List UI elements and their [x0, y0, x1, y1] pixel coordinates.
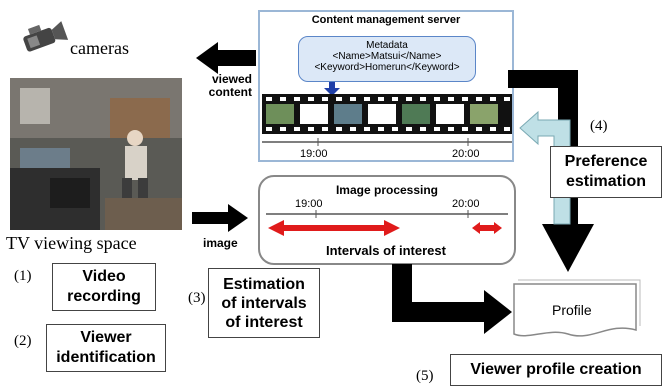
interval-timeline: [266, 210, 508, 236]
step-2-line2: identification: [56, 349, 156, 366]
step-1-number: (1): [14, 268, 32, 284]
server-to-profile-arrow: [508, 70, 594, 272]
step-1-box: Video recording: [52, 263, 156, 311]
step-3-number: (3): [188, 290, 206, 306]
step-4-line2: estimation: [565, 173, 646, 190]
step-3-line3: of interest: [225, 313, 303, 331]
viewed-content-arrow: [196, 42, 256, 74]
server-time-start: 19:00: [300, 148, 328, 160]
image-arrow: [192, 204, 248, 232]
metadata-line2: <Keyword>Homerun</Keyword>: [314, 62, 460, 73]
imgproc-time-end: 20:00: [452, 198, 480, 210]
step-3-box: Estimation of intervals of interest: [208, 268, 320, 338]
step-2-line1: Viewer: [80, 329, 132, 346]
step-5-box: Viewer profile creation: [450, 354, 662, 386]
step-5-label: Viewer profile creation: [470, 361, 642, 378]
intervals-of-interest-label: Intervals of interest: [326, 243, 446, 258]
metadata-pointer-icon: [324, 82, 340, 96]
profile-document: [513, 279, 641, 337]
cameras-label: cameras: [70, 38, 129, 58]
profile-label: Profile: [552, 302, 592, 318]
camera-icon: [23, 21, 69, 52]
server-title: Content management server: [311, 14, 461, 26]
interval-arrow-2: [472, 222, 502, 234]
image-processing-title: Image processing: [335, 183, 439, 197]
metadata-title: Metadata: [366, 40, 408, 51]
step-4-number: (4): [590, 118, 608, 134]
step-4-box: Preference estimation: [550, 146, 662, 198]
step-2-number: (2): [14, 333, 32, 349]
server-time-axis: [262, 138, 512, 146]
imgproc-to-profile-arrow: [392, 264, 512, 334]
tv-viewing-space-photo: [10, 78, 182, 230]
interval-arrow-1: [268, 220, 400, 236]
step-1-line2: recording: [67, 288, 141, 305]
step-5-number: (5): [416, 368, 434, 384]
viewed-content-line1: viewed: [211, 72, 252, 86]
imgproc-time-start: 19:00: [295, 198, 323, 210]
step-3-line1: Estimation: [223, 275, 305, 293]
step-1-line1: Video: [82, 268, 126, 285]
viewed-content-label: viewed content: [200, 73, 252, 99]
tv-viewing-space-label: TV viewing space: [6, 233, 137, 253]
step-3-line2: of intervals: [221, 294, 307, 312]
server-time-end: 20:00: [452, 148, 480, 160]
metadata-line1: <Name>Matsui</Name>: [332, 51, 442, 62]
metadata-box: Metadata <Name>Matsui</Name> <Keyword>Ho…: [298, 36, 476, 82]
viewed-content-line2: content: [208, 85, 252, 99]
image-label: image: [203, 236, 238, 250]
image-processing-box: Image processing: [258, 175, 516, 265]
step-2-box: Viewer identification: [46, 324, 166, 372]
film-strip: [262, 94, 512, 134]
step-4-line1: Preference: [564, 153, 648, 170]
